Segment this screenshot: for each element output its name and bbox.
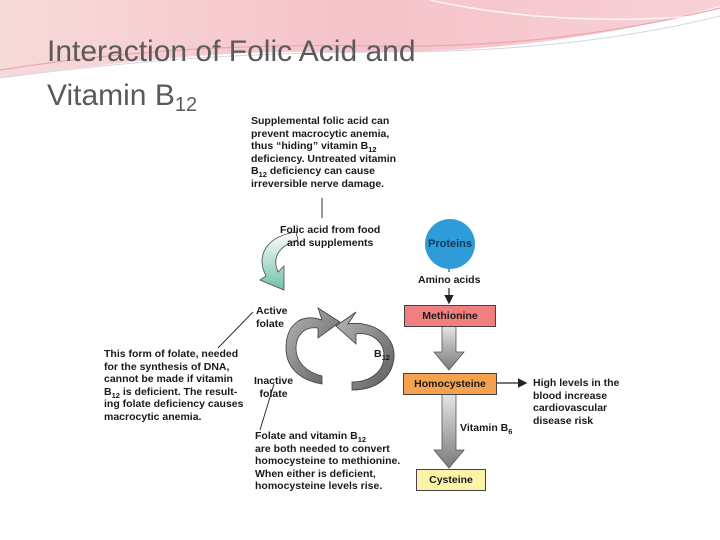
supplemental-note: Supplemental folic acid can prevent macr… — [251, 115, 396, 191]
supplemental-note-line: B12 deficiency can cause — [251, 165, 375, 180]
methionine-to-homocysteine-arrow — [433, 325, 465, 371]
folate-form-line: This form of folate, needed — [104, 348, 239, 360]
supplement-arrow — [259, 231, 299, 291]
folate-form-line: macrocytic anemia. — [104, 410, 202, 423]
folate-form-line: ing folate deficiency causes — [104, 398, 244, 411]
supplemental-note-line: deficiency. Untreated vitamin — [251, 152, 397, 165]
proteins-circle: Proteins — [425, 219, 475, 269]
leader-line-active — [217, 311, 254, 349]
inactive-folate-line: Inactive — [254, 375, 294, 387]
cycle-arrow-left — [285, 307, 341, 385]
folate-form-note: This form of folate, needed for the synt… — [104, 348, 243, 424]
slide-title: Interaction of Folic Acid and Vitamin B1… — [47, 30, 416, 118]
supplemental-note-line: prevent macrocytic anemia, — [251, 127, 390, 140]
both-needed-line: homocysteine levels rise. — [255, 480, 383, 493]
folic-source-line: Folic acid from food — [280, 224, 381, 236]
title-line-2-text: Vitamin B — [47, 79, 175, 112]
leader-line-cycle — [259, 383, 275, 431]
inactive-folate-line: folate — [259, 387, 288, 400]
high-levels-line: High levels in the — [533, 377, 620, 389]
folic-source-line: and supplements — [286, 236, 374, 249]
both-needed-line: Folate and vitamin B12 — [255, 430, 367, 445]
folic-acid-source-label: Folic acid from food and supplements — [280, 224, 380, 249]
folate-b12-figure: Supplemental folic acid can prevent macr… — [100, 112, 623, 497]
high-levels-note: High levels in the blood increase cardio… — [533, 377, 619, 427]
supplemental-note-line: Supplemental folic acid can — [251, 115, 390, 127]
both-needed-line: homocysteine to methionine. — [255, 455, 401, 468]
folate-form-line: B12 is deficient. The result- — [104, 385, 238, 400]
supplemental-note-line: thus “hiding” vitamin B12 — [251, 140, 377, 155]
both-needed-note: Folate and vitamin B12 are both needed t… — [255, 430, 400, 493]
folate-form-line: cannot be made if vitamin — [104, 373, 233, 386]
active-folate-line: Active — [256, 305, 288, 317]
methionine-box: Methionine — [404, 305, 496, 327]
high-levels-line: blood increase — [533, 389, 608, 402]
vitamin-b6-label: Vitamin B6 — [460, 422, 513, 437]
high-levels-line: disease risk — [533, 414, 594, 427]
inactive-folate-label: Inactive folate — [254, 375, 293, 400]
supplemental-note-line: irreversible nerve damage. — [251, 177, 385, 190]
high-levels-line: cardiovascular — [533, 402, 608, 415]
cysteine-box: Cysteine — [416, 469, 486, 491]
active-folate-label: Active folate — [256, 305, 288, 330]
amino-acids-label: Amino acids — [418, 274, 481, 286]
cycle-arrow-right — [335, 311, 395, 391]
title-line-1: Interaction of Folic Acid and — [47, 35, 416, 68]
both-needed-line: When either is deficient, — [255, 467, 376, 480]
active-folate-line: folate — [256, 317, 285, 330]
folate-form-line: for the synthesis of DNA, — [104, 360, 230, 373]
title-subscript: 12 — [174, 94, 198, 116]
both-needed-line: are both needed to convert — [255, 442, 390, 455]
homocysteine-to-cysteine-arrow — [433, 393, 465, 469]
figure-graphics — [217, 198, 528, 469]
cycle-b12-label: B12 — [374, 348, 390, 363]
header-swoosh-decoration — [0, 0, 720, 79]
homocysteine-box: Homocysteine — [403, 373, 497, 395]
title-line-2: Vitamin B12 — [47, 74, 416, 118]
